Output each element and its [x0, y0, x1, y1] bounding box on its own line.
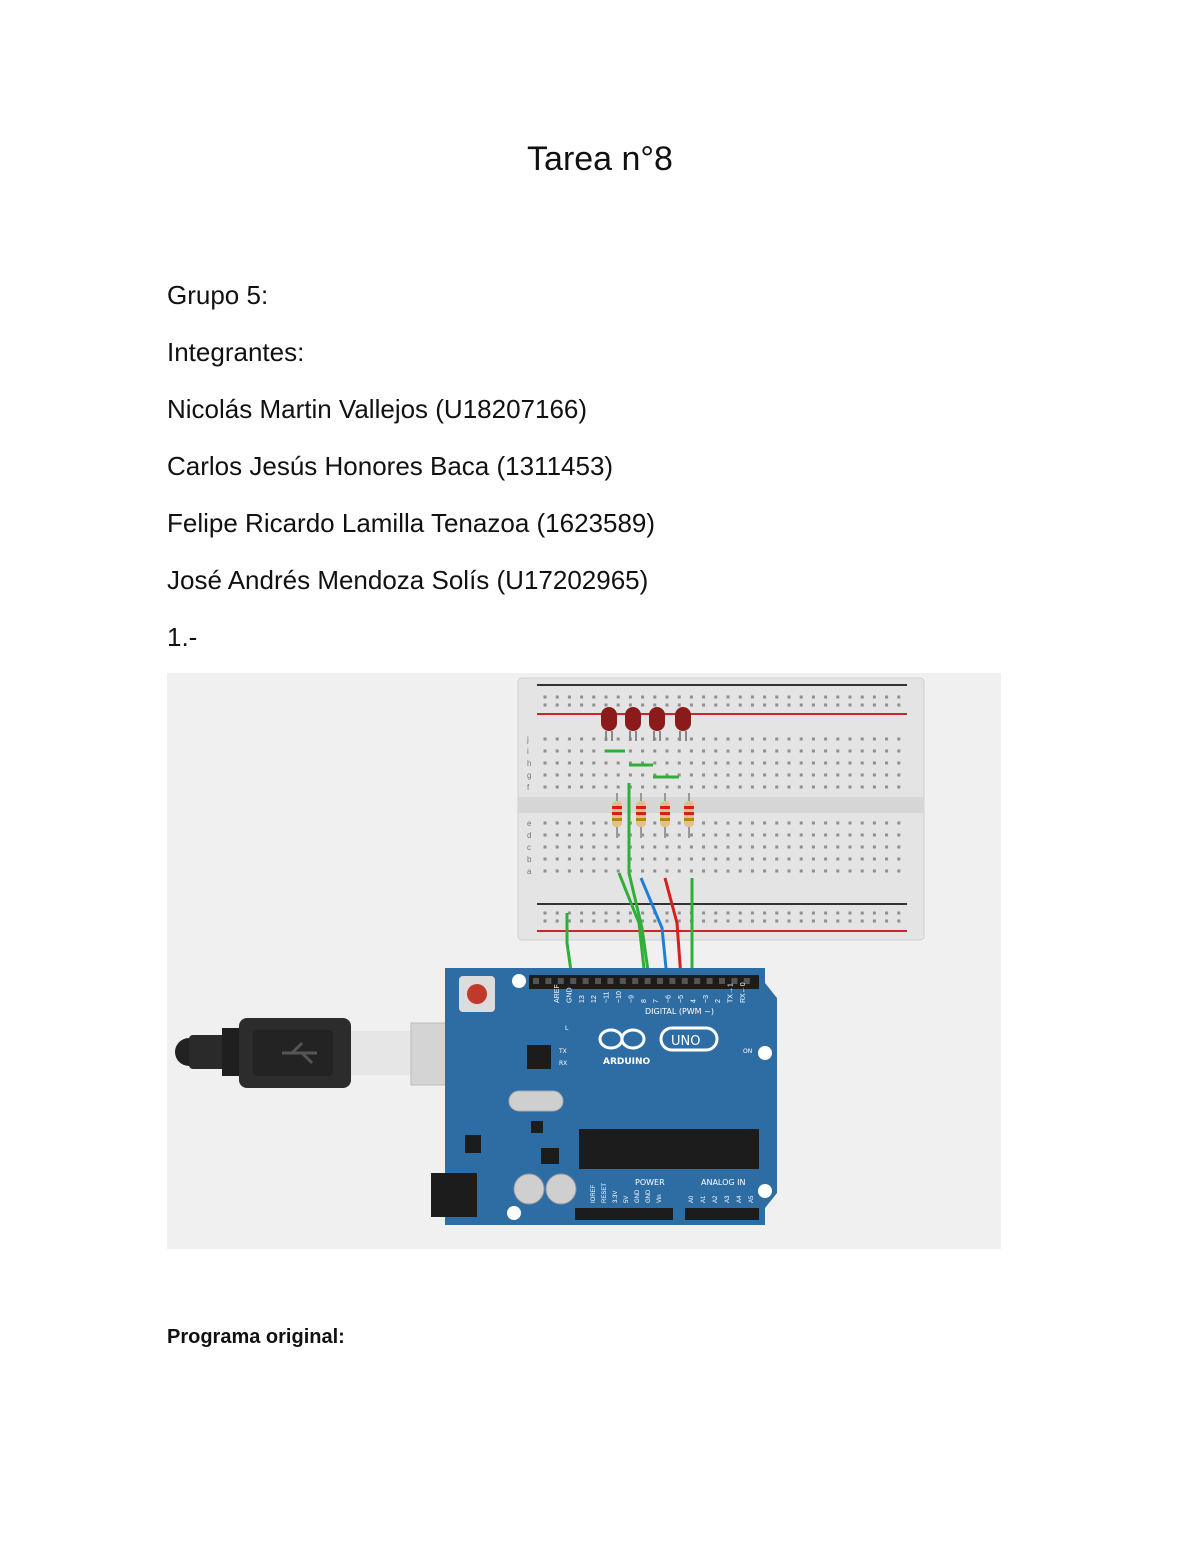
- pin-label: 8: [641, 999, 648, 1003]
- pin-label: ~9: [628, 995, 635, 1003]
- pin-label: 4: [690, 999, 697, 1003]
- row-letter: d: [527, 831, 531, 840]
- rx-label: RX: [559, 1060, 567, 1067]
- pin-label: TX→1: [728, 983, 735, 1003]
- power-pin-label: 3.3V: [613, 1191, 619, 1203]
- pin-label: ~5: [678, 995, 685, 1003]
- digital-label: DIGITAL (PWM ~): [645, 1007, 714, 1016]
- pin-label: ~11: [604, 992, 611, 1003]
- row-letter: c: [527, 843, 531, 852]
- program-heading: Programa original:: [167, 1326, 345, 1348]
- power-pin-label: GND: [635, 1189, 641, 1203]
- arduino-logo-icon: [598, 1026, 719, 1052]
- power-pin-label: RESET: [602, 1183, 608, 1203]
- usb-icon: [282, 1041, 317, 1065]
- arduino-board: ARDUINO UNO DIGITAL (PWM ~) POWER ANALOG…: [431, 968, 777, 1225]
- member-3: Felipe Ricardo Lamilla Tenazoa (1623589): [167, 508, 656, 538]
- row-letter: j: [526, 735, 529, 744]
- wire-red: [663, 877, 683, 979]
- wire-blue: [639, 877, 669, 979]
- row-letter: b: [527, 855, 532, 864]
- analog-pin-label: A1: [701, 1195, 707, 1203]
- analog-pin-label: A3: [725, 1195, 731, 1203]
- led: [625, 707, 641, 731]
- row-letter: f: [527, 783, 530, 792]
- pin-label: GND: [566, 987, 573, 1003]
- pin-label: RX←0: [740, 982, 747, 1003]
- wire-green-1: [627, 783, 651, 979]
- row-letter: e: [527, 819, 532, 828]
- row-letter: h: [527, 759, 531, 768]
- uno-label: UNO: [671, 1034, 700, 1049]
- pin-label: ~6: [666, 995, 673, 1003]
- led: [601, 707, 617, 731]
- on-label: ON: [743, 1048, 752, 1055]
- member-1: Nicolás Martin Vallejos (U18207166): [167, 394, 588, 424]
- pin-label: ~10: [616, 991, 623, 1003]
- power-pin-label: 5V: [624, 1196, 630, 1203]
- leds: [601, 707, 691, 741]
- analog-pin-label: A0: [689, 1195, 695, 1203]
- power-pin-label: Vin: [657, 1194, 663, 1203]
- breadboard-jumpers: [605, 749, 679, 779]
- pin-label: 2: [715, 999, 722, 1003]
- led: [649, 707, 665, 731]
- pin-label: 12: [591, 995, 598, 1003]
- arduino-label: ARDUINO: [603, 1057, 651, 1067]
- pin-label: AREF: [554, 984, 561, 1003]
- power-pin-label: GND: [646, 1189, 652, 1203]
- wires: [565, 783, 694, 979]
- l-label: L: [565, 1025, 569, 1032]
- pin-label: ~3: [703, 995, 710, 1003]
- power-label: POWER: [635, 1178, 665, 1187]
- tx-label: TX: [558, 1048, 567, 1055]
- document-title: Tarea n°8: [527, 140, 673, 178]
- analog-label: ANALOG IN: [701, 1178, 746, 1187]
- members-heading: Integrantes:: [167, 337, 305, 367]
- analog-pin-label: A5: [749, 1195, 755, 1203]
- power-pin-label: IOREF: [591, 1184, 597, 1203]
- led: [675, 707, 691, 731]
- member-4: José Andrés Mendoza Solís (U17202965): [167, 565, 649, 595]
- analog-pin-label: A4: [737, 1195, 743, 1203]
- pin-label: 7: [653, 999, 660, 1003]
- row-letter: i: [527, 747, 529, 756]
- wire-green-2: [617, 872, 647, 979]
- item-number: 1.-: [167, 622, 198, 652]
- pin-label: 13: [579, 995, 586, 1003]
- group-label: Grupo 5:: [167, 280, 269, 310]
- wire-gnd: [565, 913, 574, 979]
- resistors: [612, 793, 694, 838]
- row-letter: a: [527, 867, 532, 876]
- member-2: Carlos Jesús Honores Baca (1311453): [167, 451, 614, 481]
- row-letter: g: [527, 771, 531, 780]
- analog-pin-label: A2: [713, 1195, 719, 1203]
